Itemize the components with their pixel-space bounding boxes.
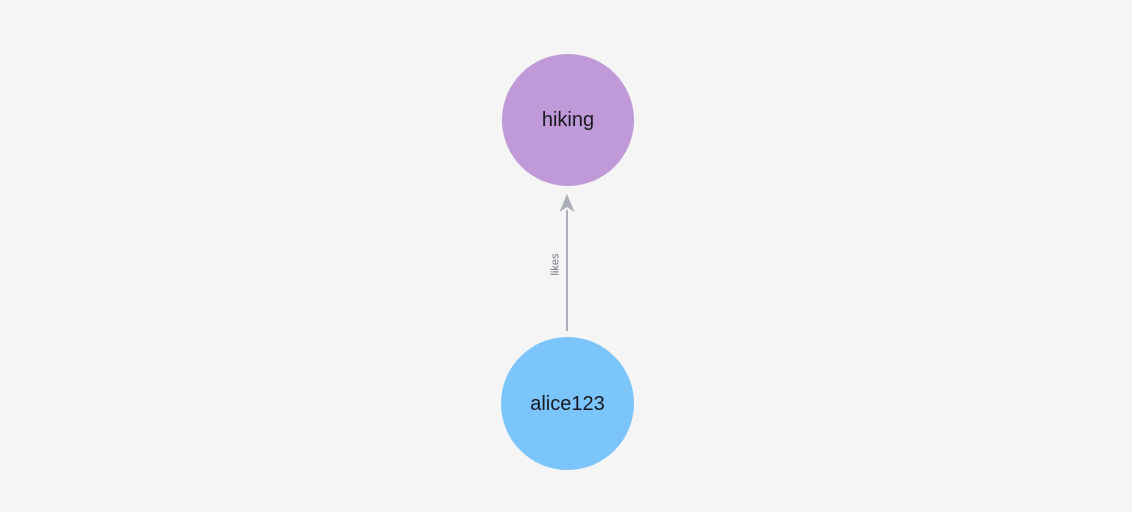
node-label: hiking xyxy=(541,109,595,131)
graph-node-alice123[interactable]: alice123 xyxy=(501,337,634,470)
edge-alice123-likes-hiking[interactable] xyxy=(559,194,575,331)
node-label: alice123 xyxy=(530,392,605,415)
edge-arrowhead-icon xyxy=(559,194,575,212)
edge-label-likes: likes xyxy=(549,253,562,276)
graph-node-hiking[interactable]: hiking xyxy=(502,54,634,186)
